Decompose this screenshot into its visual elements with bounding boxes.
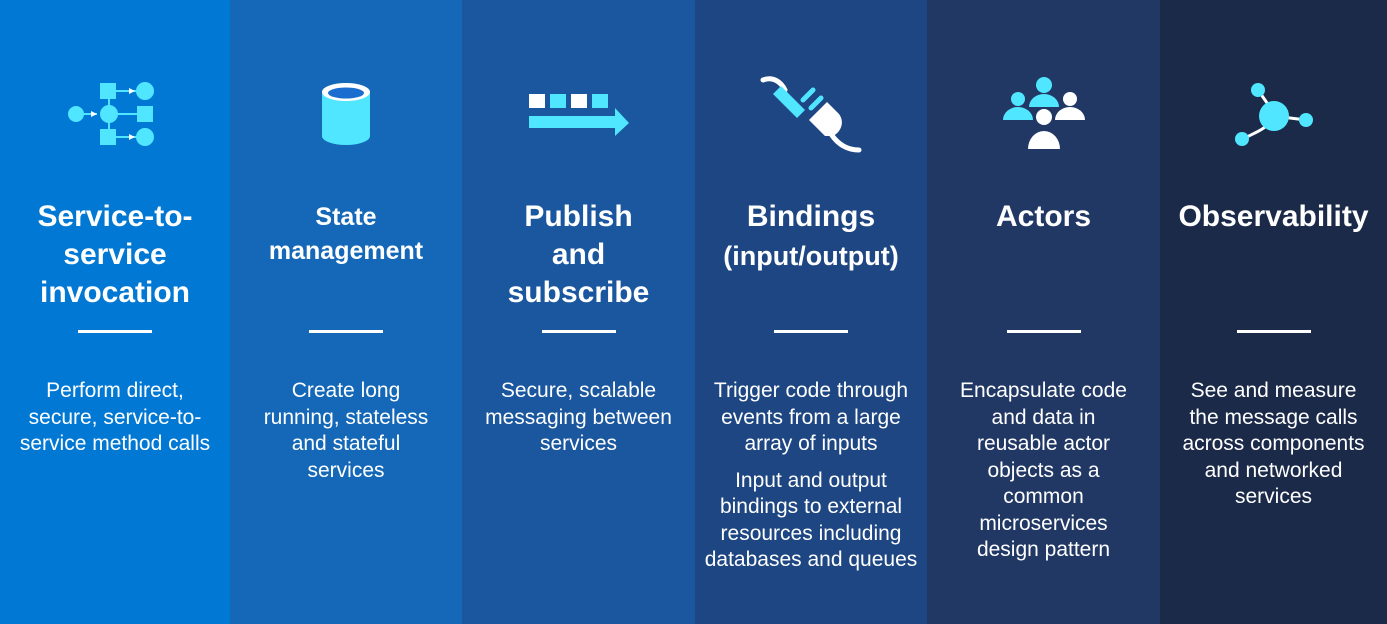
divider xyxy=(774,330,848,333)
title-subtitle: (input/output) xyxy=(723,241,899,271)
column-description: Create long running, stateless and state… xyxy=(240,378,452,494)
service-invocation-icon xyxy=(0,64,230,164)
column-description: Secure, scalable messaging between servi… xyxy=(472,378,685,468)
column-title: State management xyxy=(268,203,424,265)
title-text: Bindings xyxy=(746,200,876,233)
network-nodes-icon xyxy=(1160,64,1387,164)
description-text: Encapsulate code and data in reusable ac… xyxy=(960,379,1127,561)
column-title: Publish and subscribe xyxy=(507,200,650,309)
column-title: Actors xyxy=(995,200,1092,233)
column-observability: Observability See and measure the messag… xyxy=(1160,0,1387,624)
column-service-invocation: Service-to-service invocation Perform di… xyxy=(0,0,230,624)
column-title: Observability xyxy=(1178,200,1369,233)
queue-arrow-icon xyxy=(462,64,695,164)
description-text-2: Input and output bindings to external re… xyxy=(704,468,918,572)
description-text: Perform direct, secure, service-to-servi… xyxy=(19,379,211,455)
column-state-management: State management Create long running, st… xyxy=(230,0,462,624)
divider xyxy=(1236,330,1311,333)
divider xyxy=(309,330,383,333)
column-bindings: Bindings (input/output) Trigger code thr… xyxy=(695,0,927,624)
plug-icon xyxy=(695,64,927,164)
description-text: Trigger code through events from a large… xyxy=(713,379,909,455)
description-text: Create long running, stateless and state… xyxy=(263,379,429,482)
description-text: Secure, scalable messaging between servi… xyxy=(485,379,672,455)
column-publish-subscribe: Publish and subscribe Secure, scalable m… xyxy=(462,0,695,624)
column-description: Trigger code through events from a large… xyxy=(699,378,923,584)
divider xyxy=(541,330,616,333)
column-description: Encapsulate code and data in reusable ac… xyxy=(937,378,1150,574)
database-icon xyxy=(230,64,462,164)
column-description: See and measure the message calls across… xyxy=(1170,378,1377,521)
column-description: Perform direct, secure, service-to-servi… xyxy=(10,378,220,468)
divider xyxy=(78,330,152,333)
people-group-icon xyxy=(927,64,1160,164)
column-actors: Actors Encapsulate code and data in reus… xyxy=(927,0,1160,624)
description-text: See and measure the message calls across… xyxy=(1182,379,1365,508)
column-title: Service-to-service invocation xyxy=(37,200,193,309)
column-title: Bindings (input/output) xyxy=(705,198,917,276)
divider xyxy=(1006,330,1081,333)
